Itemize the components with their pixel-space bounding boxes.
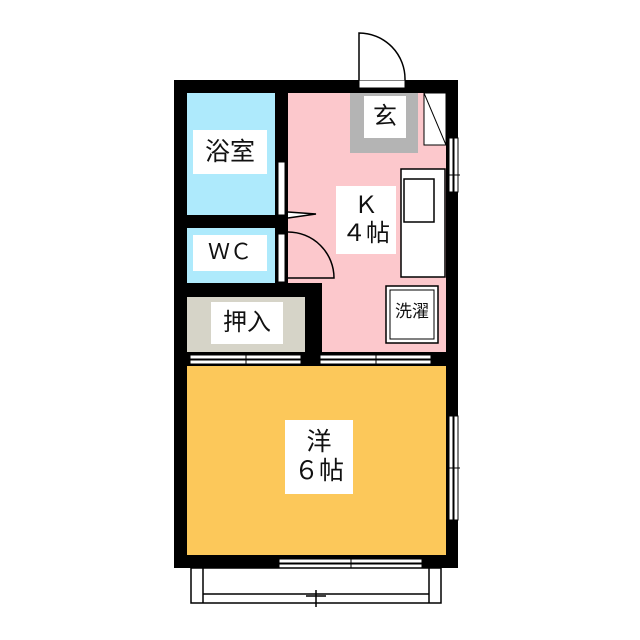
bath-door[interactable] (277, 161, 286, 216)
western-room-size: ６帖 (293, 456, 344, 485)
sliding-door-kitchen[interactable] (319, 352, 432, 366)
wc-door-swing (287, 231, 335, 279)
balcony (190, 567, 442, 607)
kitchen-label: Ｋ ４帖 (336, 186, 396, 254)
washer-space (385, 285, 439, 344)
western-room-name: 洋 (306, 427, 332, 457)
kitchen-name: Ｋ (354, 191, 378, 220)
western-window-east (446, 415, 460, 521)
western-room-label: 洋 ６帖 (285, 420, 353, 494)
sliding-door-closet[interactable] (189, 352, 302, 366)
entry-door-opening[interactable] (358, 79, 406, 89)
sink (403, 178, 435, 223)
wc-door[interactable] (277, 233, 286, 283)
wc-label: ＷＣ (193, 235, 267, 271)
laundry-label: 洗濯 (395, 302, 429, 323)
kitchen-size: ４帖 (342, 219, 390, 247)
entrance-label: 玄 (364, 96, 406, 138)
bath-label: 浴室 (193, 130, 267, 174)
closet-label: 押入 (211, 302, 283, 344)
kitchen-window (446, 137, 460, 193)
entry-door-swing (358, 32, 406, 81)
